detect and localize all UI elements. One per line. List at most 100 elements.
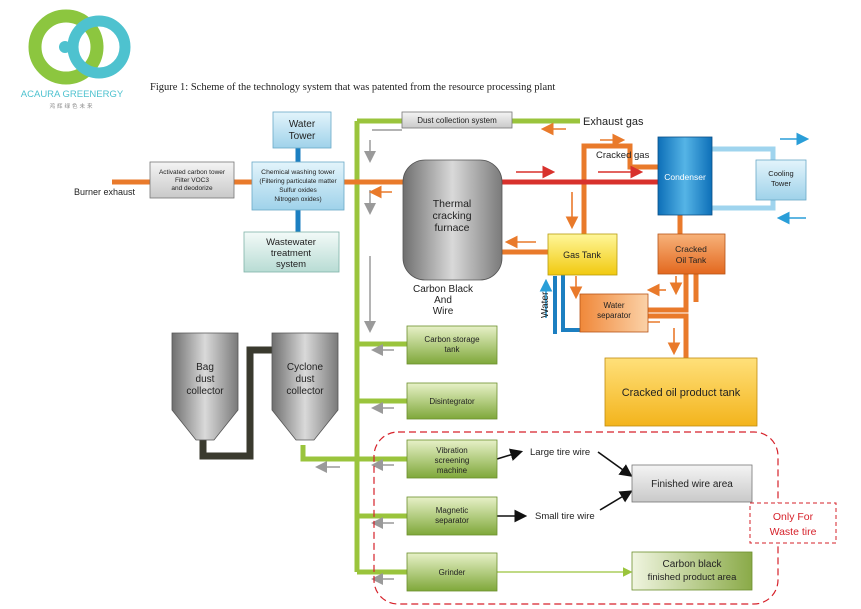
orange-sep-product <box>648 313 689 358</box>
carbon-black-area-line-2: finished product area <box>648 572 737 583</box>
blue-pipes <box>295 146 776 334</box>
bag-dust-line-3: collector <box>186 386 224 397</box>
cooling-tower-line-2: Tower <box>771 179 792 188</box>
figure-caption: Figure 1: Scheme of the technology syste… <box>150 82 555 93</box>
activated-carbon-tower-box: Activated carbon tower Filter VOC3 and d… <box>149 161 235 199</box>
wastewater-line-1: Wastewater <box>266 237 316 248</box>
water-tower-line-2: Tower <box>289 131 316 142</box>
cyclone-dust-line-1: Cyclone <box>287 362 324 373</box>
only-for-waste-tire-note: Only For Waste tire <box>749 502 837 544</box>
wastewater-rect <box>243 231 340 273</box>
carbon-black-area-rect <box>631 551 753 591</box>
water-tower-box: Water Tower <box>272 111 332 149</box>
chemical-washing-rect <box>251 161 345 211</box>
burner-exhaust-label: Burner exhaust <box>74 187 136 197</box>
gas-tank-label: Gas Tank <box>563 250 601 260</box>
water-separator-box: Water separator <box>579 293 649 333</box>
wastewater-line-3: system <box>276 259 306 270</box>
carbon-black-area-line-1: Carbon black <box>663 559 723 570</box>
grinder-box: Grinder <box>406 552 498 592</box>
vibration-screening-rect <box>406 439 498 479</box>
activated-carbon-line-2: Filter VOC3 <box>175 177 209 184</box>
cracked-oil-product-tank-box: Cracked oil product tank <box>604 357 758 427</box>
waste-tire-note-rect <box>749 502 837 544</box>
cooling-tower-line-1: Cooling <box>768 169 793 178</box>
dust-collection-system-box: Dust collection system <box>401 111 513 129</box>
water-separator-line-2: separator <box>597 311 631 320</box>
black-arrow-small-wire <box>599 490 633 511</box>
thermal-furnace-rect <box>402 159 503 281</box>
water-tower-line-1: Water <box>289 119 316 130</box>
dust-collection-rect <box>401 111 513 129</box>
cracked-oil-tank-box: Cracked Oil Tank <box>657 233 726 275</box>
chemical-washing-line-3: Sulfur oxides <box>279 187 317 194</box>
thermal-furnace-line-1: Thermal <box>433 198 472 210</box>
gas-tank-rect <box>547 233 618 276</box>
grinder-label: Grinder <box>439 568 466 577</box>
large-tire-wire-label: Large tire wire <box>530 447 590 458</box>
condenser-rect <box>657 136 713 216</box>
carbon-storage-rect <box>406 325 498 365</box>
company-logo: ACAURA GREENERGY 鸿辉绿色未来 <box>21 9 131 110</box>
logo-tagline: 鸿辉绿色未来 <box>49 102 94 110</box>
condenser-box: Condenser <box>657 136 713 216</box>
magnetic-separator-box: Magnetic separator <box>406 496 498 536</box>
carbon-black-label-3: Wire <box>433 306 454 317</box>
logo-teal-ring <box>67 15 131 79</box>
magnetic-separator-line-2: separator <box>435 516 469 525</box>
waste-tire-note-line-1: Only For <box>773 511 814 523</box>
disintegrator-box: Disintegrator <box>406 382 498 420</box>
activated-carbon-line-1: Activated carbon tower <box>159 169 226 176</box>
carbon-storage-line-2: tank <box>444 345 460 354</box>
green-pipes <box>300 118 580 575</box>
disintegrator-label: Disintegrator <box>429 397 475 406</box>
cracked-oil-product-rect <box>604 357 758 427</box>
dark-pipe-bag-cyclone <box>199 346 272 460</box>
bag-dust-line-2: dust <box>196 374 215 385</box>
exhaust-gas-label: Exhaust gas <box>583 116 644 128</box>
cracked-oil-tank-line-2: Oil Tank <box>676 255 707 265</box>
grinder-rect <box>406 552 498 592</box>
water-separator-rect <box>579 293 649 333</box>
blue-water-to-separator <box>561 275 580 332</box>
lightblue-cooling-top <box>712 146 776 160</box>
cracked-oil-tank-line-1: Cracked <box>675 244 707 254</box>
lightblue-cooling-bottom <box>712 200 776 211</box>
vibration-screening-line-2: screening <box>435 456 470 465</box>
condenser-label: Condenser <box>664 172 706 182</box>
vibration-screening-machine-box: Vibration screening machine <box>406 439 498 479</box>
cracked-oil-product-label: Cracked oil product tank <box>622 387 741 399</box>
cooling-tower-box: Cooling Tower <box>755 159 807 201</box>
flow-arrows <box>315 122 810 585</box>
logo-green-dot <box>92 41 104 53</box>
carbon-storage-tank-box: Carbon storage tank <box>406 325 498 365</box>
black-arrow-vibration <box>496 448 524 461</box>
cooling-tower-rect <box>755 159 807 201</box>
chemical-washing-line-4: Nitrogen oxides) <box>274 196 321 203</box>
water-label: Water <box>540 291 551 318</box>
bag-dust-collector: Bag dust collector <box>171 332 239 441</box>
dust-collection-label: Dust collection system <box>417 116 497 125</box>
cyclone-dust-collector: Cyclone dust collector <box>271 332 339 441</box>
carbon-black-area-box: Carbon black finished product area <box>631 551 753 591</box>
thermal-furnace-line-2: cracking <box>432 210 471 222</box>
chemical-washing-tower-box: Chemical washing tower (Filtering partic… <box>251 161 345 211</box>
green-cyclone-feed <box>300 445 357 462</box>
cyclone-dust-shape <box>271 332 339 441</box>
finished-wire-rect <box>631 464 753 503</box>
orange-oil-to-product <box>648 274 689 313</box>
finished-wire-label: Finished wire area <box>651 479 733 490</box>
water-separator-line-1: Water <box>603 301 624 310</box>
gas-tank-box: Gas Tank <box>547 233 618 276</box>
activated-carbon-rect <box>149 161 235 199</box>
cracked-oil-tank-rect <box>657 233 726 275</box>
logo-name: ACAURA GREENERGY <box>21 89 124 100</box>
finished-wire-area-box: Finished wire area <box>631 464 753 503</box>
cyclone-dust-line-3: collector <box>286 386 324 397</box>
cracked-gas-label: Cracked gas <box>596 150 650 161</box>
carbon-storage-line-1: Carbon storage <box>424 335 480 344</box>
chemical-washing-line-2: (Filtering particulate matter <box>259 178 337 185</box>
wastewater-treatment-box: Wastewater treatment system <box>243 231 340 273</box>
thermal-cracking-furnace: Thermal cracking furnace <box>402 159 503 281</box>
